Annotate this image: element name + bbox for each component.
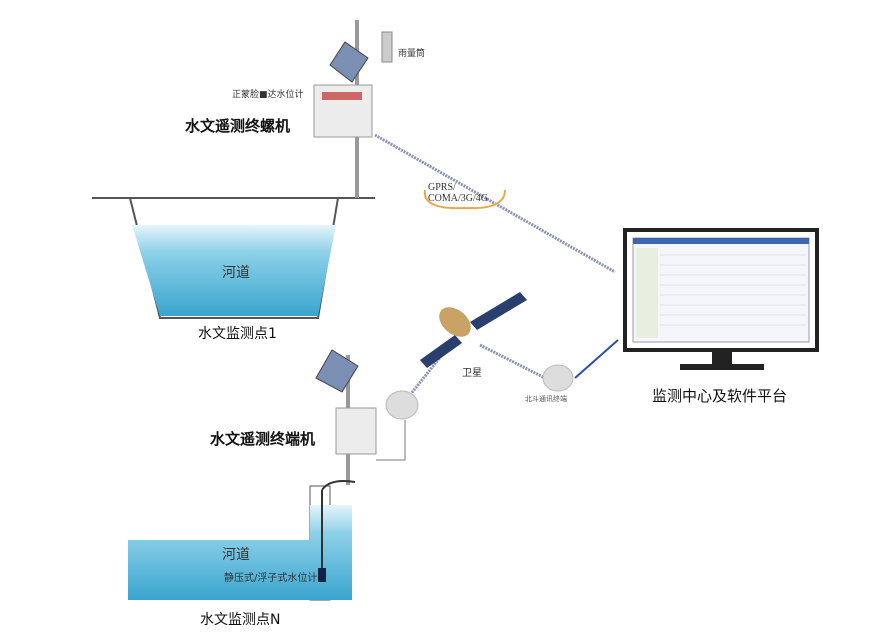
station-n-label: 水文监测点N	[200, 612, 281, 628]
ground-terminal-label: 北斗通讯终端	[525, 395, 567, 403]
station-1-label: 水文监测点1	[198, 326, 277, 342]
satellite-icon	[420, 292, 527, 368]
station-n-equipment	[128, 349, 419, 601]
terminal-bottom-label: 水文遥测终端机	[210, 430, 316, 448]
rain-gauge-label: 雨量筒	[398, 49, 426, 59]
ground-antenna-icon	[542, 364, 574, 392]
satellite-label: 卫星	[462, 368, 482, 379]
river-n-label: 河道	[222, 547, 250, 563]
network-label: GPRS/ COMA/3G/4G	[428, 182, 489, 204]
river-channel-1	[92, 197, 375, 319]
center-label: 监测中心及软件平台	[652, 387, 788, 405]
pressure-gauge-label: 静压式/浮子式水位计	[224, 573, 318, 584]
monitor-icon	[623, 228, 819, 370]
station-1-equipment	[313, 20, 393, 198]
link-satellite-down	[408, 344, 452, 396]
arrow-to-center	[574, 339, 619, 379]
terminal-top-label: 水文遥测终螺机	[185, 117, 291, 135]
river-1-label: 河道	[222, 265, 250, 281]
gprs-cloud	[423, 189, 506, 210]
link-satellite-ground	[479, 343, 546, 380]
radar-gauge-label: 正蒙脸■达水位计	[232, 90, 304, 100]
